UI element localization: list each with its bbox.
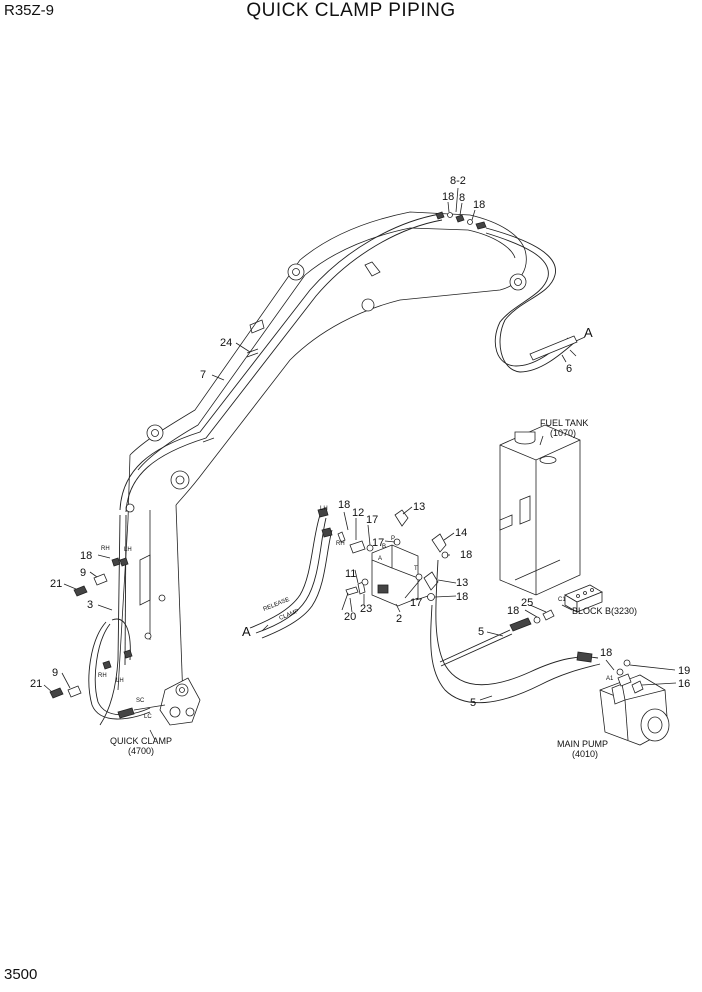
port-label-rh: RH (101, 546, 110, 552)
fuel-tank-ref: (1070) (550, 428, 576, 438)
callout-19: 19 (678, 665, 690, 677)
solenoid-valve (337, 509, 449, 611)
port-label-rh: RH (98, 673, 107, 679)
callout-18: 18 (460, 549, 472, 561)
callout-17: 17 (366, 514, 378, 526)
callout-8: 8 (459, 192, 465, 204)
port-label-lh: LH (116, 678, 124, 684)
callout-9: 9 (80, 567, 86, 579)
main-pump (599, 659, 670, 746)
fuel-tank (499, 424, 581, 596)
callout-18: 18 (473, 199, 485, 211)
port-label-t: T (414, 566, 418, 572)
port-label-a: A (378, 556, 382, 562)
callout-8-2: 8-2 (450, 175, 466, 187)
callout-18: 18 (80, 550, 92, 562)
port-label-a1: A1 (606, 676, 614, 682)
callout-11: 11 (345, 568, 356, 580)
block-b (564, 584, 603, 613)
port-label-b: B (382, 544, 386, 550)
port-label-lh: LH (320, 506, 328, 512)
callout-24: 24 (220, 337, 232, 349)
arm-hoses (88, 514, 151, 726)
port-label-lh: LH (124, 547, 132, 553)
hose-4 (439, 609, 555, 667)
callout-18: 18 (507, 605, 519, 617)
callout-18: 18 (442, 191, 454, 203)
callout-3: 3 (87, 599, 93, 611)
quick-clamp (117, 677, 201, 741)
callout-2: 2 (396, 613, 402, 625)
pump-hoses (430, 559, 601, 704)
callout-13: 13 (456, 577, 468, 589)
view-a-marker-bottom: A (242, 624, 251, 639)
top-fittings (435, 211, 576, 373)
callout-12: 12 (352, 507, 364, 519)
port-label-rh: RH (336, 541, 345, 547)
port-label-p: P (391, 536, 395, 542)
callout-21: 21 (30, 678, 42, 690)
callout-14: 14 (455, 527, 467, 539)
callout-17: 17 (410, 597, 422, 609)
quick-clamp-label: QUICK CLAMP (110, 736, 172, 746)
callout-13: 13 (413, 501, 425, 513)
callout-18: 18 (338, 499, 350, 511)
boom-outline (117, 211, 527, 701)
hose-6-end (529, 335, 586, 361)
callout-21: 21 (50, 578, 62, 590)
callout-18: 18 (600, 647, 612, 659)
view-a-marker-top: A (584, 325, 593, 340)
main-pump-label: MAIN PUMP (557, 739, 608, 749)
callout-6: 6 (566, 363, 572, 375)
main-pump-ref: (4010) (572, 749, 598, 759)
callout-18: 18 (456, 591, 468, 603)
boom-hoses (119, 213, 443, 513)
block-b-label: BLOCK B(3230) (572, 606, 637, 616)
callout-4: 5 (478, 626, 484, 638)
callout-7: 7 (200, 369, 206, 381)
release-label: RELEASE (263, 597, 291, 613)
callout-20: 20 (344, 611, 356, 623)
release-clamp-hoses (249, 507, 333, 639)
port-label-c1: C1 (558, 597, 566, 603)
callout-16: 16 (678, 678, 690, 690)
callouts: 8-2 18 8 18 24 7 6 18 9 21 3 9 21 18 12 … (30, 175, 690, 709)
callout-23: 23 (360, 603, 372, 615)
port-label-sc: SC (136, 698, 145, 704)
callout-25: 25 (521, 597, 533, 609)
port-label-lc: LC (144, 714, 152, 720)
model-code: R35Z-9 (4, 2, 55, 19)
fuel-tank-label: FUEL TANK (540, 418, 588, 428)
callout-9: 9 (52, 667, 58, 679)
leader-lines (43, 187, 677, 701)
left-fittings (49, 557, 133, 699)
callout-17: 17 (372, 537, 384, 549)
callout-5: 5 (470, 697, 476, 709)
page-number: 3500 (4, 966, 38, 983)
page-title: QUICK CLAMP PIPING (246, 0, 456, 21)
quick-clamp-ref: (4700) (128, 746, 154, 756)
